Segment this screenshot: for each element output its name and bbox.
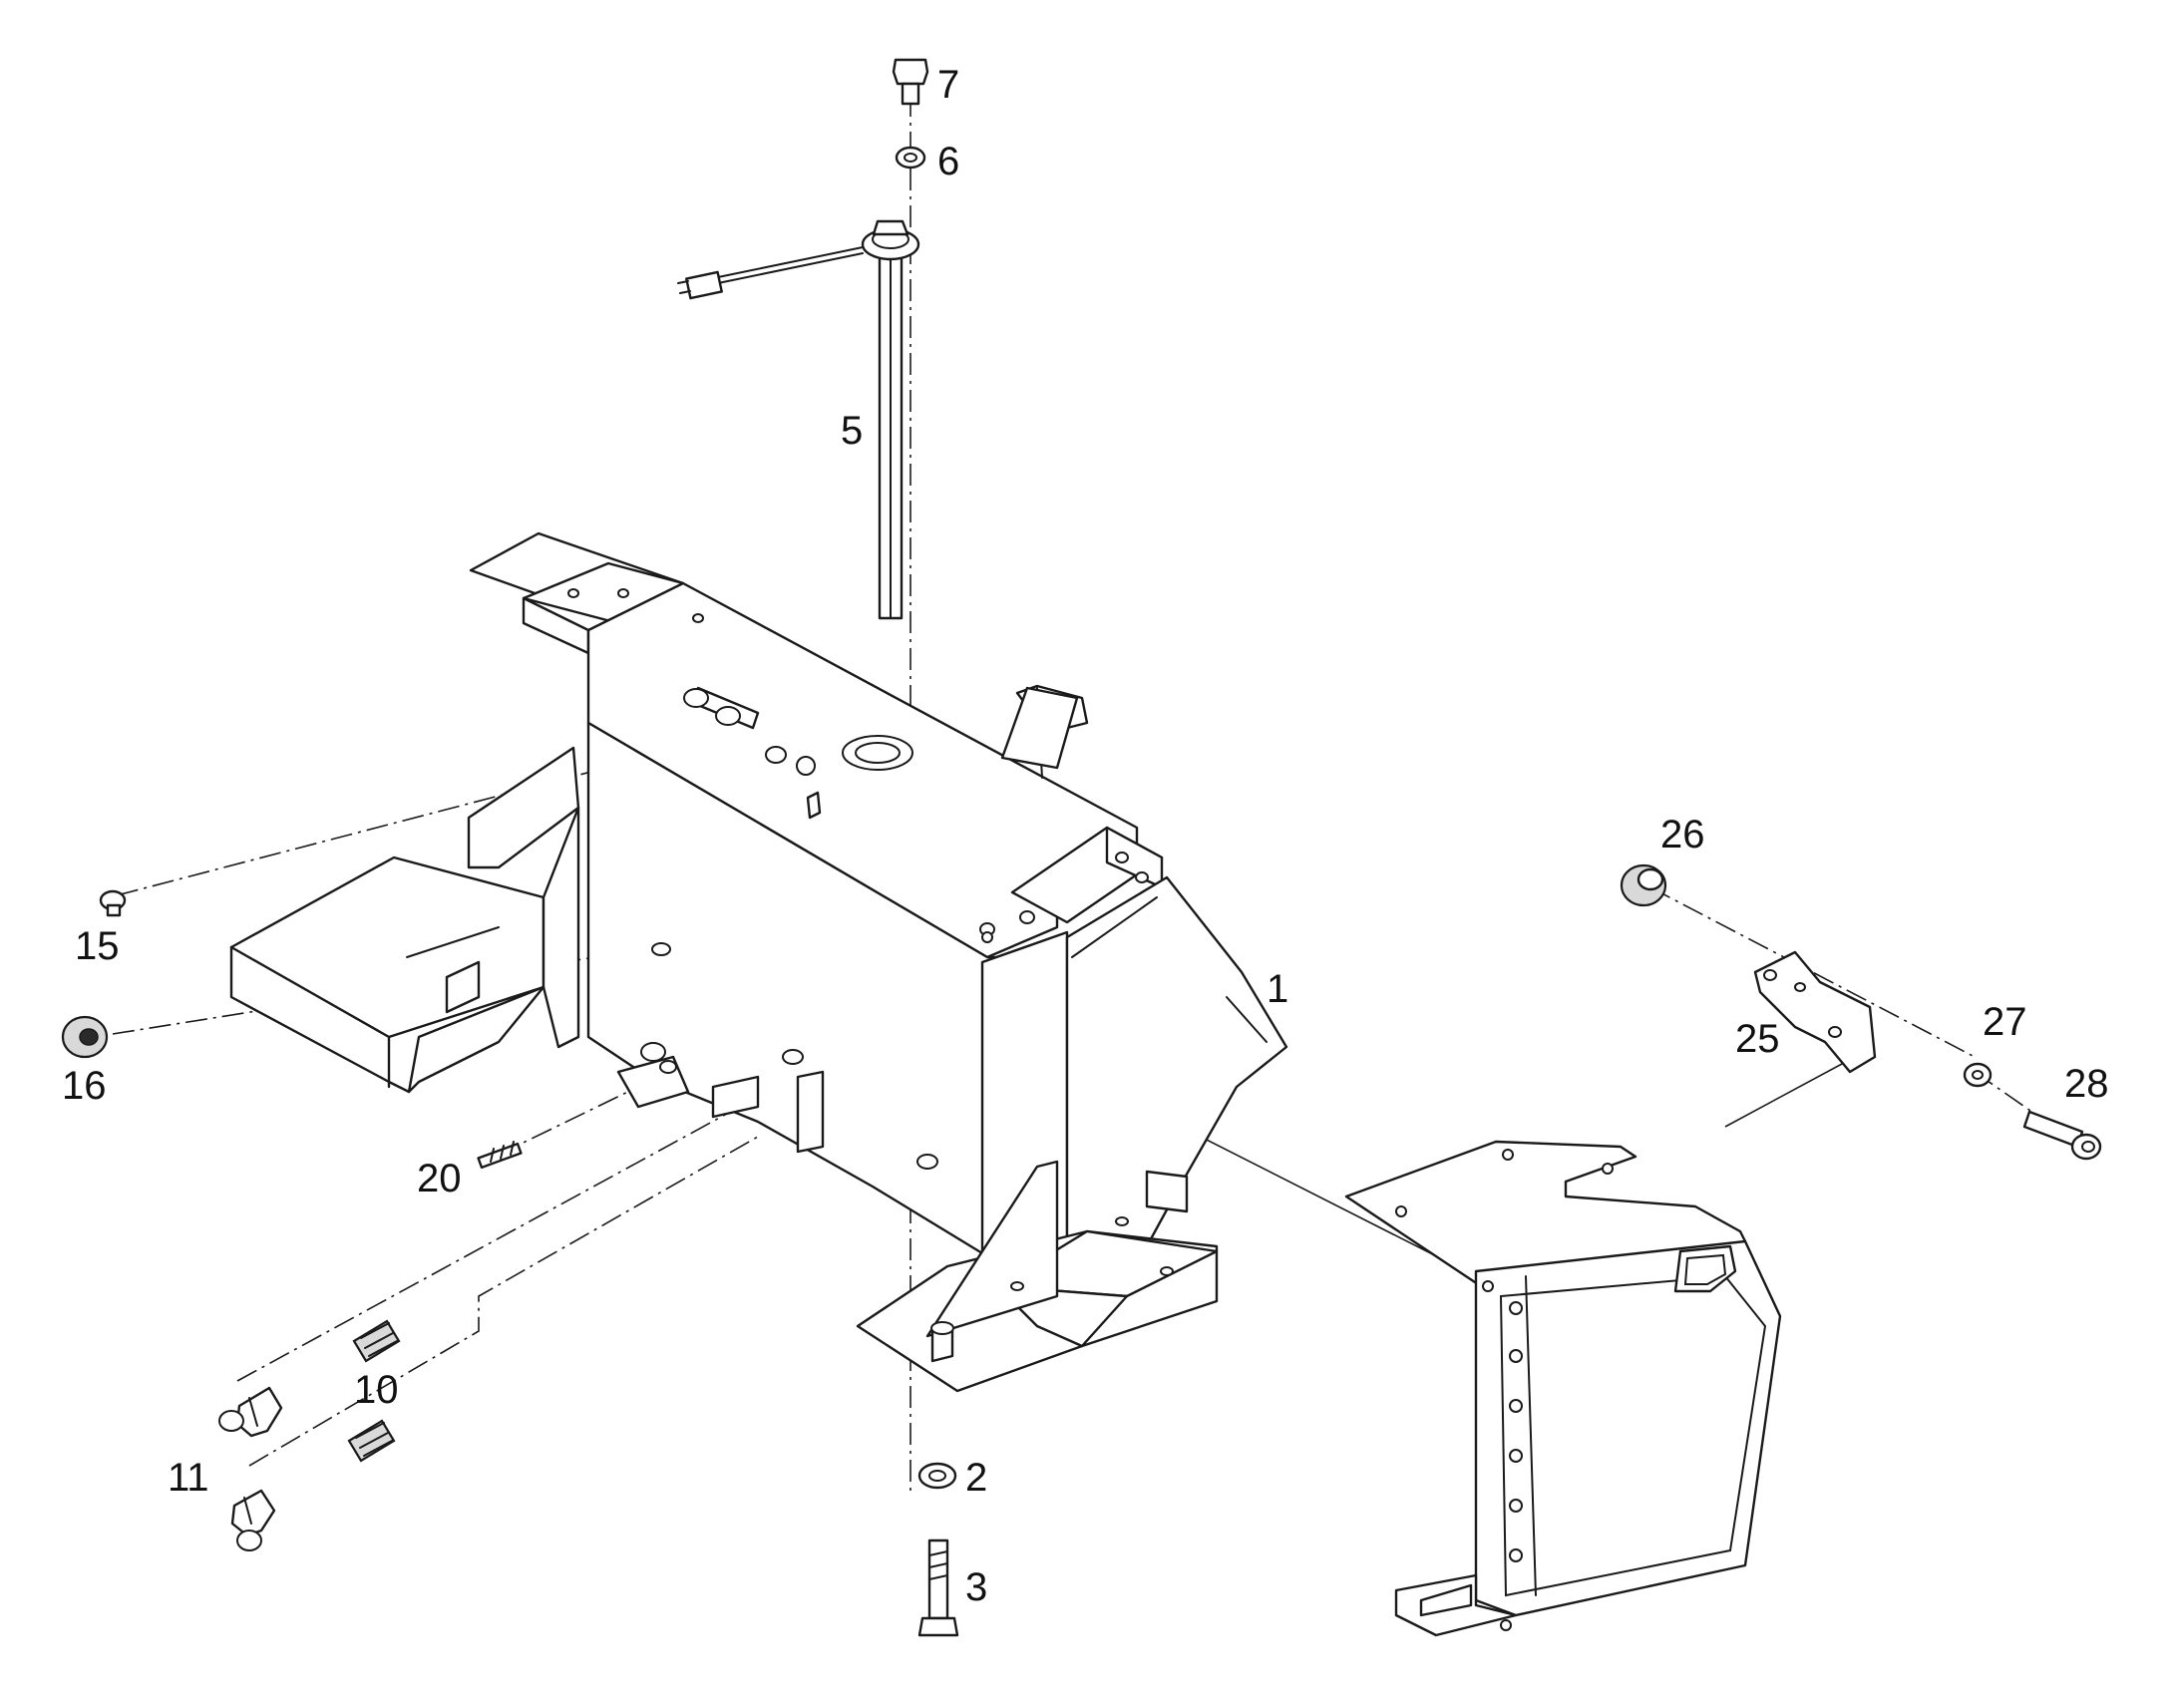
bolt-part-7 <box>892 58 929 106</box>
fuel-sender-part-5 <box>677 219 920 620</box>
elbow-part-11-lower <box>230 1489 276 1551</box>
main-frame-part-1 <box>229 531 1288 1393</box>
washer-part-2 <box>917 1462 957 1490</box>
callout-6: 6 <box>937 140 959 183</box>
callout-20: 20 <box>417 1157 462 1200</box>
screw-part-28 <box>2022 1110 2102 1161</box>
callout-26: 26 <box>1660 813 1705 856</box>
callout-11: 11 <box>168 1456 209 1500</box>
callout-27: 27 <box>1983 1000 2027 1044</box>
callout-2: 2 <box>965 1456 987 1500</box>
washer-part-27 <box>1963 1062 1993 1088</box>
washer-part-6 <box>895 146 926 170</box>
callout-3: 3 <box>965 1565 987 1609</box>
fitting-part-10-upper <box>352 1319 401 1363</box>
bracket-part-25 <box>1753 950 1877 1074</box>
callout-16: 16 <box>62 1064 107 1108</box>
callout-25: 25 <box>1735 1017 1780 1061</box>
bumper-part-26 <box>1620 863 1667 907</box>
callout-1: 1 <box>1267 967 1288 1011</box>
callout-labels: 1 2 3 5 6 7 10 11 15 16 20 25 26 27 28 <box>62 63 2109 1609</box>
callout-15: 15 <box>75 924 120 968</box>
bolt-part-3 <box>917 1538 959 1637</box>
callout-5: 5 <box>841 409 863 453</box>
elbow-part-11-upper <box>218 1386 283 1438</box>
callout-7: 7 <box>937 63 959 107</box>
fitting-part-10-lower <box>347 1419 396 1463</box>
callout-10: 10 <box>354 1368 399 1412</box>
callout-28: 28 <box>2064 1062 2109 1106</box>
frame-holes <box>567 588 1174 1357</box>
grommet-part-16 <box>61 1015 109 1059</box>
plug-part-15 <box>99 889 127 917</box>
front-cover-panel <box>1344 1140 1782 1637</box>
stud-part-20 <box>477 1141 523 1170</box>
